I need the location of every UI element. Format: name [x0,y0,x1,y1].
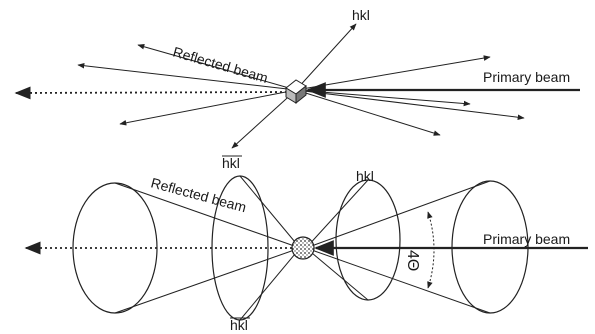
top-transmitted-beam [14,86,293,100]
bottom-panel: Reflected beam hkl hkl Primary beam 4Θ [24,168,588,333]
top-ray [295,55,491,91]
top-hkl-bar-label: hkl [222,155,240,171]
top-ray [137,44,297,91]
bottom-hkl-bar-label: hkl [230,317,248,333]
top-ray [295,89,471,107]
angle-arc [427,211,435,289]
bottom-reflected-label: Reflected beam [149,174,248,215]
top-hkl-label: hkl [352,7,370,23]
top-reflected-label: Reflected beam [171,44,270,86]
top-ray [295,89,441,136]
top-ray [119,89,297,126]
top-panel: Reflected beam hkl hkl Primary beam [14,7,580,171]
cone-right-inner [305,179,401,301]
top-hkl-ray [295,23,357,91]
powder-sample-icon [291,236,315,260]
bottom-primary-label: Primary beam [483,231,570,247]
top-ray [77,62,297,91]
top-ray [295,89,525,121]
top-hkl-bar-ray [231,89,297,149]
top-primary-label: Primary beam [483,69,570,85]
angle-label: 4Θ [404,250,421,271]
bottom-hkl-label: hkl [356,168,374,184]
crystal-icon [285,79,307,105]
cone-left-outer [72,182,301,314]
